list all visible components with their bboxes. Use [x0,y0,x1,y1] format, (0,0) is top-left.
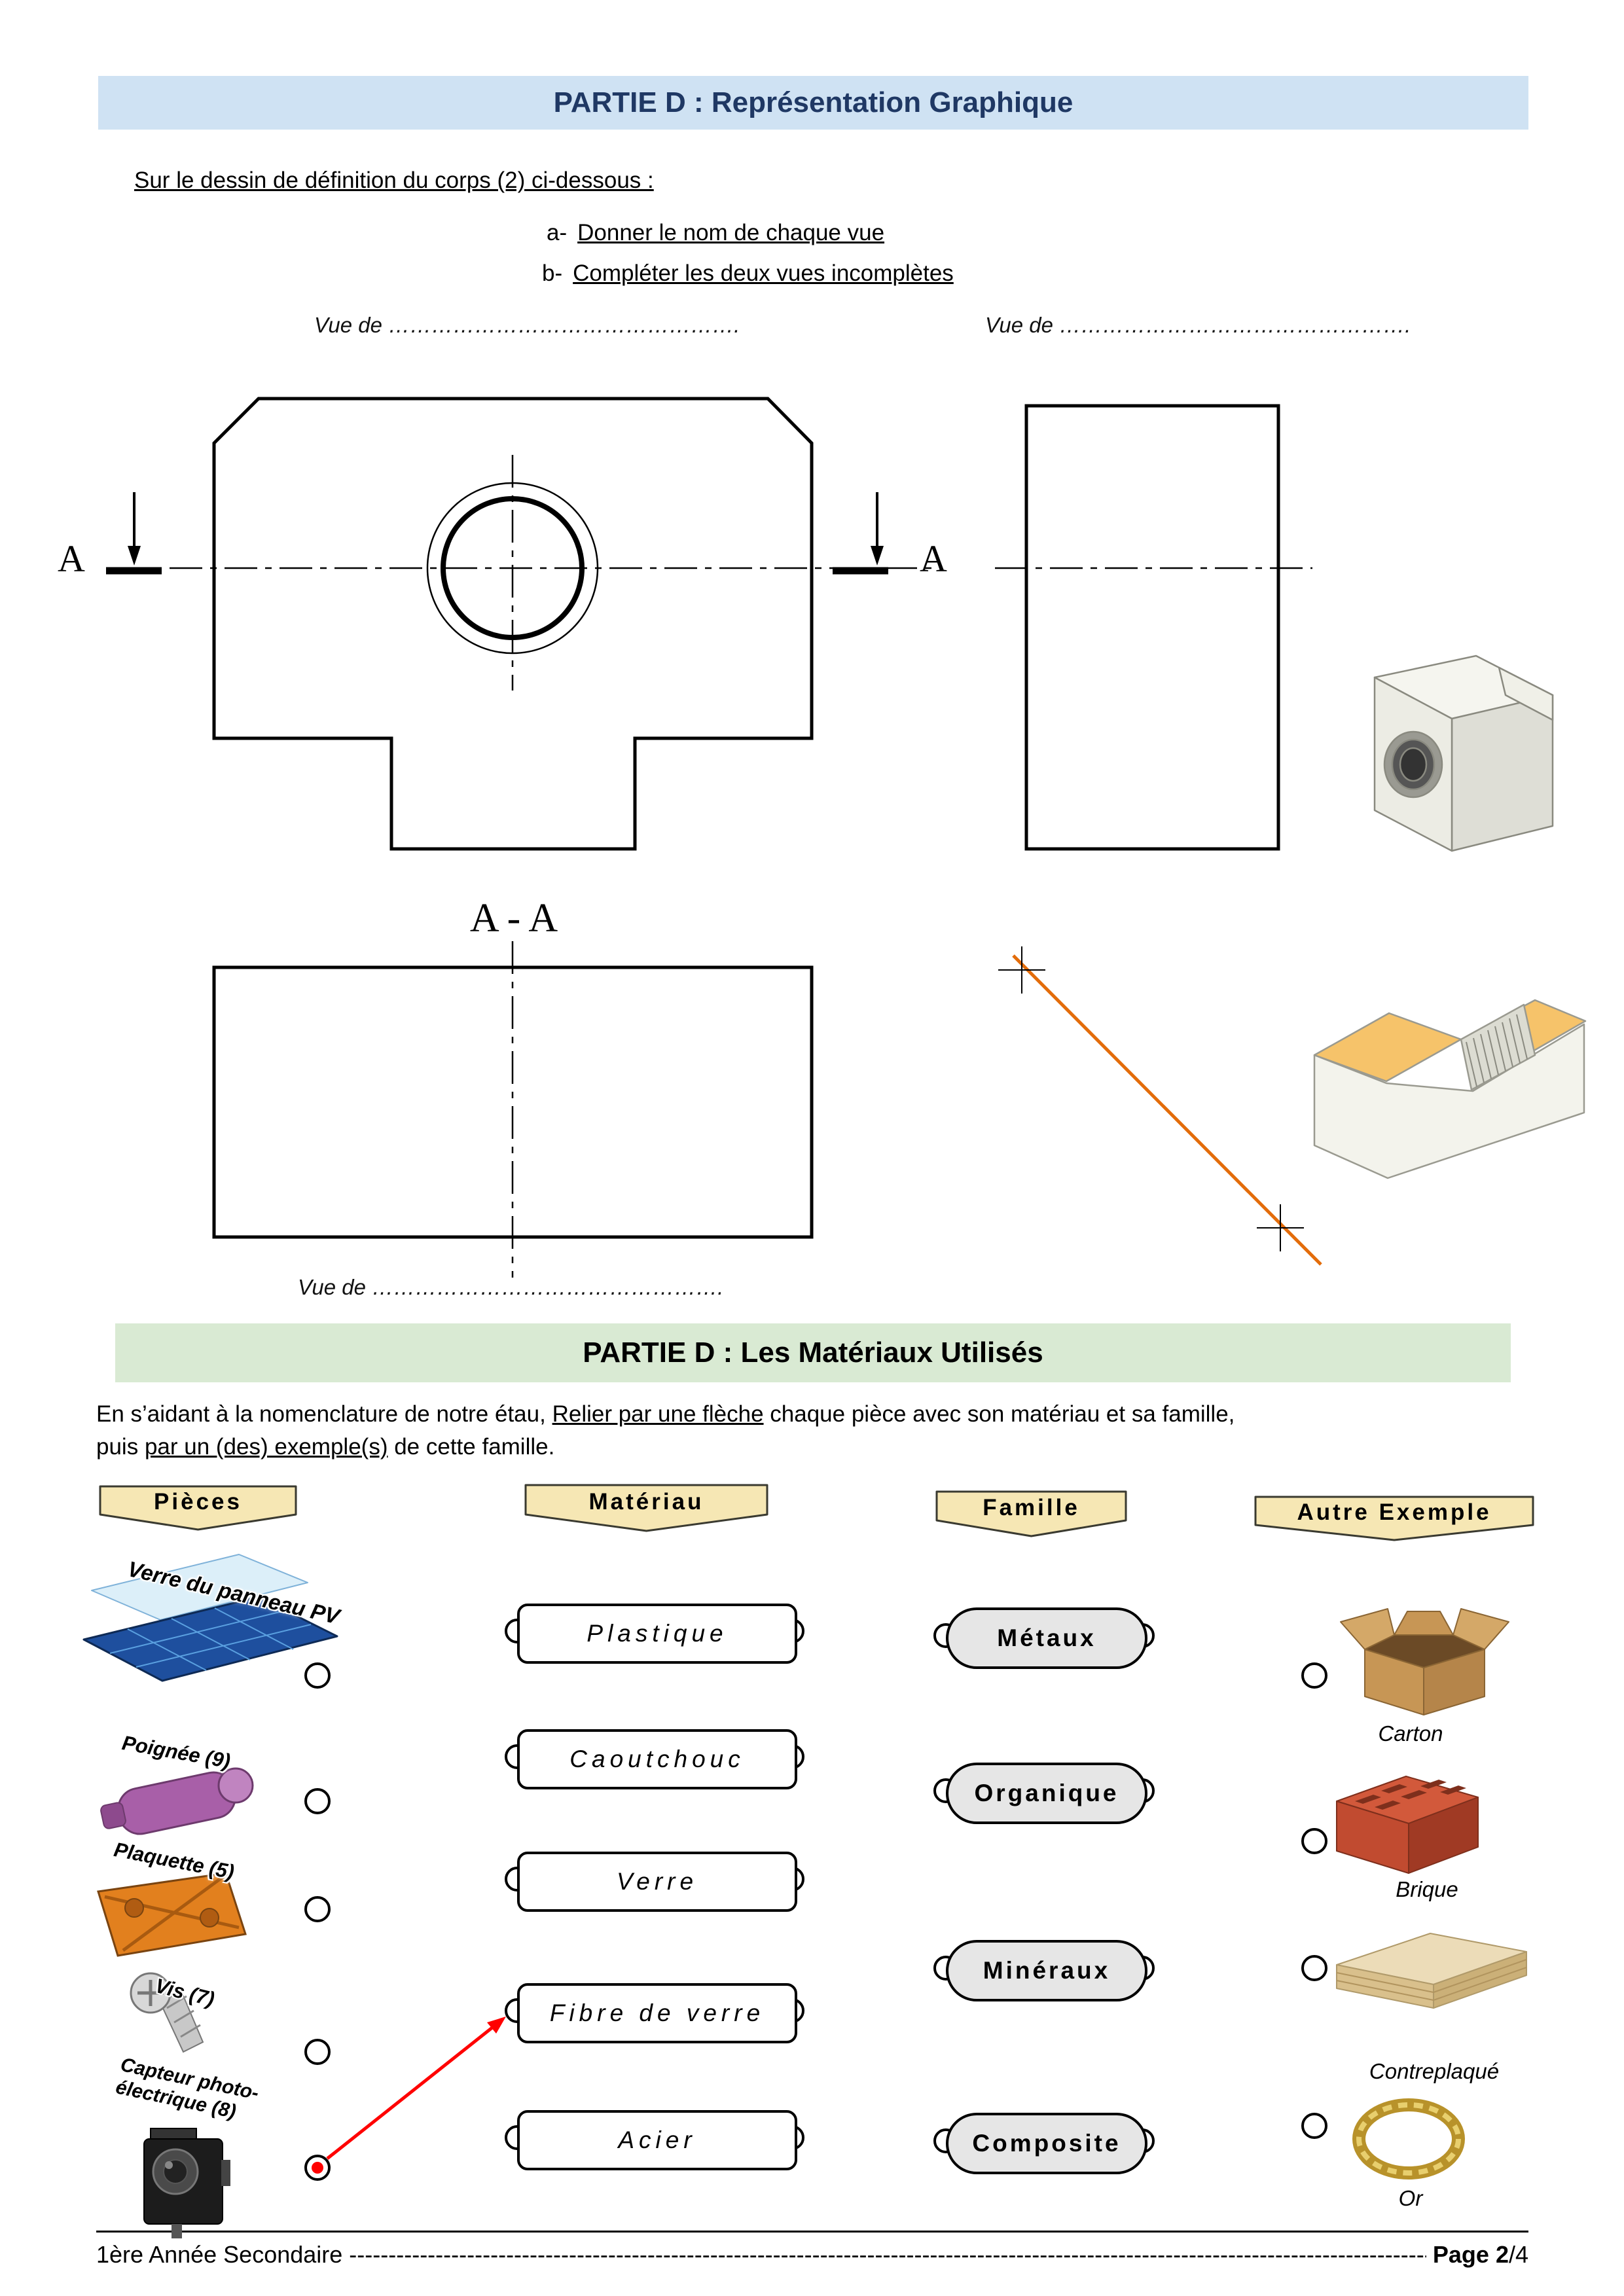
sensor-image [143,2128,230,2238]
footer: 1ère Année Secondaire ------------------… [96,2241,1528,2269]
section2-header-band: PARTIE D : Les Matériaux Utilisés [115,1323,1511,1382]
banner-materiau: Matériau [524,1484,768,1532]
materiau-box-caoutchouc: Caoutchouc [517,1729,797,1789]
instruction-b-text: Compléter les deux vues incomplètes [573,260,954,286]
answer-arrow [326,2017,506,2160]
instruction-a: a- Donner le nom de chaque vue [547,220,884,246]
materiau-box-fibre-de-verre: Fibre de verre [517,1983,797,2043]
example-label-brique: Brique [1396,1877,1458,1901]
materials-intro-p2: Relier par une flèche [552,1401,764,1427]
instruction-b-prefix: b- [542,260,563,286]
famille-pill-organique: Organique [946,1763,1147,1824]
vue-label-side: Vue de …………………………………………. [985,313,1411,337]
plywood-image [1336,1933,1527,2009]
materials-graphics-svg [82,1554,1527,2238]
materiau-box-plastique: Plastique [517,1604,797,1664]
vue-label-section: Vue de …………………………………………. [298,1275,724,1299]
solar-panel-image [82,1554,338,1682]
materials-intro-p1: En s’aidant à la nomenclature de notre é… [96,1401,552,1427]
banner-exemple-label: Autre Exemple [1297,1499,1491,1525]
banner-pieces-label: Pièces [154,1489,242,1515]
cut-arrow-left-head [128,546,141,565]
materials-intro: En s’aidant à la nomenclature de notre é… [96,1398,1556,1463]
section-trace-cross-top [998,946,1045,994]
instruction-a-prefix: a- [547,220,568,245]
banner-famille-label: Famille [983,1495,1080,1520]
footer-left: 1ère Année Secondaire [96,2241,343,2268]
banner-pieces: Pièces [99,1485,297,1531]
materials-intro-p4: puis [96,1434,145,1460]
gold-ring-image [1352,2098,1465,2179]
vue-label-front: Vue de …………………………………………. [314,313,740,337]
brick-image [1336,1776,1479,1874]
cut-letter-right: A [920,537,947,580]
cut-letter-left: A [58,537,85,580]
example-connector-circles [1301,1662,1327,2139]
instruction-b: b- Compléter les deux vues incomplètes [542,260,954,287]
section1-header-band: PARTIE D : Représentation Graphique [98,76,1528,130]
footer-page-number: Page 2 [1432,2241,1509,2268]
section2-title: PARTIE D : Les Matériaux Utilisés [583,1336,1043,1369]
side-view-outline [1024,404,1280,851]
example-label-carton: Carton [1378,1721,1443,1746]
intro-heading: Sur le dessin de définition du corps (2)… [134,168,654,193]
arrow-start-dot [312,2162,323,2174]
footer-dashes: ----------------------------------------… [349,2241,1426,2268]
famille-pill-metaux: Métaux [946,1607,1147,1669]
carton-image [1340,1608,1509,1715]
materiau-box-acier: Acier [517,2110,797,2170]
technical-drawing-svg [106,397,1587,1278]
banner-materiau-label: Matériau [589,1489,704,1515]
materials-intro-p5: par un (des) exemple(s) [144,1434,388,1460]
materiau-box-verre: Verre [517,1852,797,1912]
example-label-contreplaque: Contreplaqué [1369,2059,1500,2083]
instruction-a-text: Donner le nom de chaque vue [577,220,885,245]
screw-image [130,1972,204,2053]
footer-page-total: /4 [1508,2241,1528,2268]
section-trace-line [1012,954,1322,1266]
render-part-sectioned [1313,999,1587,1179]
banner-exemple: Autre Exemple [1254,1496,1534,1541]
section1-title: PARTIE D : Représentation Graphique [553,86,1074,118]
render-part-isometric [1373,655,1554,852]
footer-rule [96,2231,1528,2233]
materials-intro-p3: chaque pièce avec son matériau et sa fam… [763,1401,1235,1427]
handle-image [100,1767,254,1835]
materials-intro-p6: de cette famille. [388,1434,555,1460]
piece-connector-circles [304,1662,331,2181]
render-thread-groove [1460,1003,1536,1091]
famille-pill-composite: Composite [946,2113,1147,2174]
cut-arrow-right-head [871,546,884,565]
plate-image [97,1872,247,1957]
example-label-or: Or [1398,2186,1423,2210]
famille-pill-mineraux: Minéraux [946,1940,1147,2001]
section-trace-cross-bottom [1257,1204,1304,1251]
banner-famille: Famille [935,1490,1127,1537]
section-aa-title: A - A [469,896,558,941]
